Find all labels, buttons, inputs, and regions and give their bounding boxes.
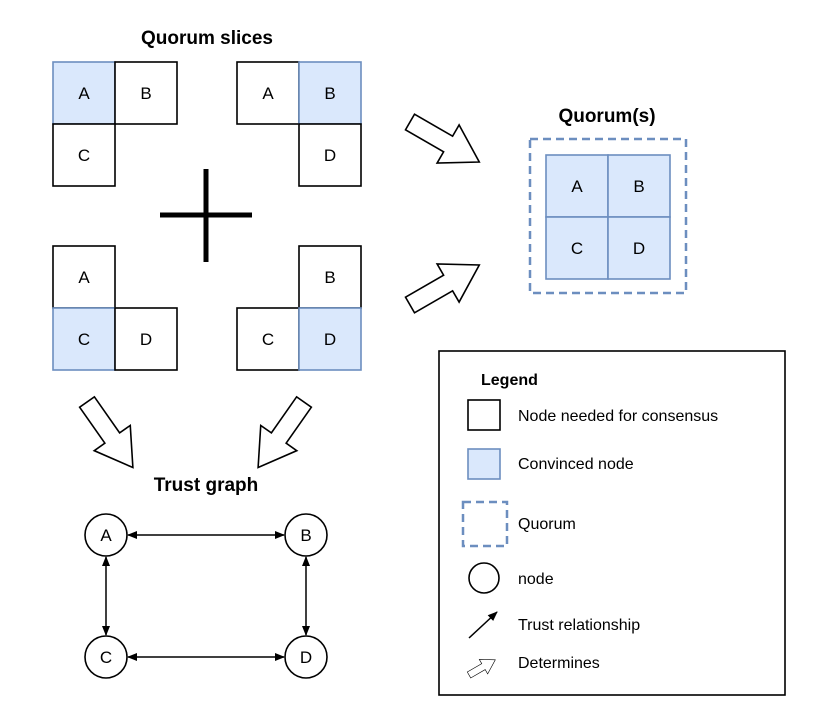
legend-convinced-swatch-icon bbox=[467, 448, 501, 480]
trust-node-label: C bbox=[100, 648, 112, 667]
legend-label: Node needed for consensus bbox=[518, 408, 718, 425]
quorum-cell bbox=[607, 154, 671, 218]
quorum-grid: A B C D bbox=[545, 154, 671, 280]
determines-arrow-icon bbox=[68, 388, 152, 481]
slice-cell-label: C bbox=[78, 146, 90, 165]
trust-node-b bbox=[284, 513, 328, 557]
slice-cell-label: A bbox=[78, 84, 90, 103]
legend-quorum-swatch-icon bbox=[461, 500, 509, 548]
trust-graph: A B C D bbox=[84, 513, 328, 679]
slice-cell bbox=[52, 245, 116, 309]
trust-node-label: D bbox=[300, 648, 312, 667]
plus-icon bbox=[160, 169, 252, 262]
determines-arrow-icon bbox=[398, 102, 492, 182]
quorum-cell bbox=[545, 154, 609, 218]
legend-label: Determines bbox=[518, 655, 600, 672]
slice-cell-convinced bbox=[52, 61, 116, 125]
slice-cell-label: B bbox=[324, 268, 335, 287]
quorum-slice-4: B C D bbox=[236, 245, 362, 371]
slice-cell-convinced bbox=[298, 307, 362, 371]
determines-arrow-icon bbox=[239, 388, 323, 481]
quorum-cell bbox=[607, 216, 671, 280]
quorum-cell-label: C bbox=[571, 239, 583, 258]
slice-cell-label: C bbox=[262, 330, 274, 349]
slice-cell bbox=[114, 307, 178, 371]
quorum-boundary bbox=[528, 137, 688, 295]
quorum-cell-label: B bbox=[633, 177, 644, 196]
trust-node-label: A bbox=[100, 526, 112, 545]
trust-node-a bbox=[84, 513, 128, 557]
slice-cell bbox=[114, 61, 178, 125]
trust-node-d bbox=[284, 635, 328, 679]
quorums-title: Quorum(s) bbox=[558, 106, 655, 127]
legend: Legend Node needed for consensus Convinc… bbox=[438, 350, 786, 696]
trust-graph-title: Trust graph bbox=[154, 475, 259, 496]
quorum-cell bbox=[545, 216, 609, 280]
legend-node-circle-icon bbox=[468, 562, 500, 594]
quorum-cell-label: A bbox=[571, 177, 583, 196]
slice-cell-label: D bbox=[140, 330, 152, 349]
legend-label: Convinced node bbox=[518, 456, 634, 473]
slice-cell bbox=[236, 307, 300, 371]
slice-cell-label: C bbox=[78, 330, 90, 349]
slice-cell-label: D bbox=[324, 330, 336, 349]
legend-trust-arrow-icon bbox=[468, 611, 498, 639]
slice-cell-label: A bbox=[78, 268, 90, 287]
slice-cell-convinced bbox=[52, 307, 116, 371]
trust-node-label: B bbox=[300, 526, 311, 545]
quorum-cell-label: D bbox=[633, 239, 645, 258]
determines-arrow-icon bbox=[398, 245, 492, 325]
slice-cell bbox=[298, 123, 362, 187]
slice-cell-label: A bbox=[262, 84, 274, 103]
quorum-slice-1: A B C bbox=[52, 61, 178, 187]
slice-cell-label: B bbox=[140, 84, 151, 103]
legend-label: node bbox=[518, 571, 554, 588]
legend-title: Legend bbox=[481, 372, 538, 389]
slice-cell-label: B bbox=[324, 84, 335, 103]
slice-cell bbox=[52, 123, 116, 187]
trust-node-c bbox=[84, 635, 128, 679]
legend-needed-swatch-icon bbox=[467, 399, 501, 431]
quorum-slice-3: A C D bbox=[52, 245, 178, 371]
slice-cell-label: D bbox=[324, 146, 336, 165]
legend-label: Quorum bbox=[518, 516, 576, 533]
quorum-slices-title: Quorum slices bbox=[141, 28, 273, 49]
legend-label: Trust relationship bbox=[518, 617, 640, 634]
quorum-slice-2: A B D bbox=[236, 61, 362, 187]
